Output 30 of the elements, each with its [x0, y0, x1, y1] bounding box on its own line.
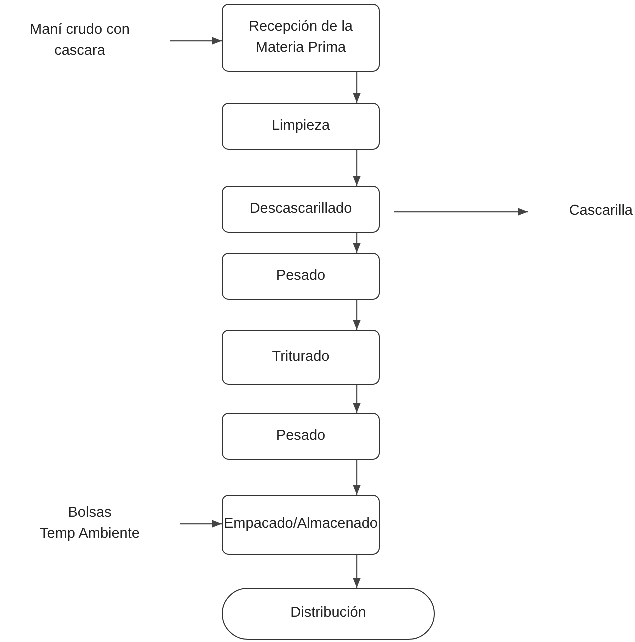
arrow: [353, 555, 361, 588]
flow-label: Cascarilla: [569, 202, 633, 222]
process-box: [222, 103, 380, 150]
arrow: [353, 385, 361, 413]
arrow: [353, 233, 361, 253]
process-box: [222, 413, 380, 460]
step-label: Pesado: [276, 266, 326, 286]
arrow: [394, 208, 528, 216]
arrow: [180, 520, 222, 528]
process-box: [222, 253, 380, 300]
process-box: [222, 186, 380, 233]
step-label: Recepción de la Materia Prima: [248, 18, 354, 58]
flow-label: Bolsas: [68, 504, 112, 523]
step-label: Empacado/Almacenado: [224, 515, 378, 534]
arrow: [353, 460, 361, 495]
terminal-box: [222, 588, 435, 640]
step-label: Distribución: [290, 604, 366, 624]
step-label: Triturado: [272, 348, 330, 367]
process-box: [222, 4, 380, 72]
arrow: [353, 72, 361, 103]
step-label: Pesado: [276, 426, 326, 446]
arrow: [170, 37, 222, 45]
step-label: Limpieza: [272, 116, 330, 136]
flow-label: Temp Ambiente: [40, 525, 140, 544]
process-box: [222, 495, 380, 555]
arrow: [353, 150, 361, 186]
flow-label: Maní crudo con cascara: [29, 20, 131, 61]
step-label: Descascarillado: [250, 200, 352, 219]
arrow: [353, 300, 361, 330]
process-box: [222, 330, 380, 385]
